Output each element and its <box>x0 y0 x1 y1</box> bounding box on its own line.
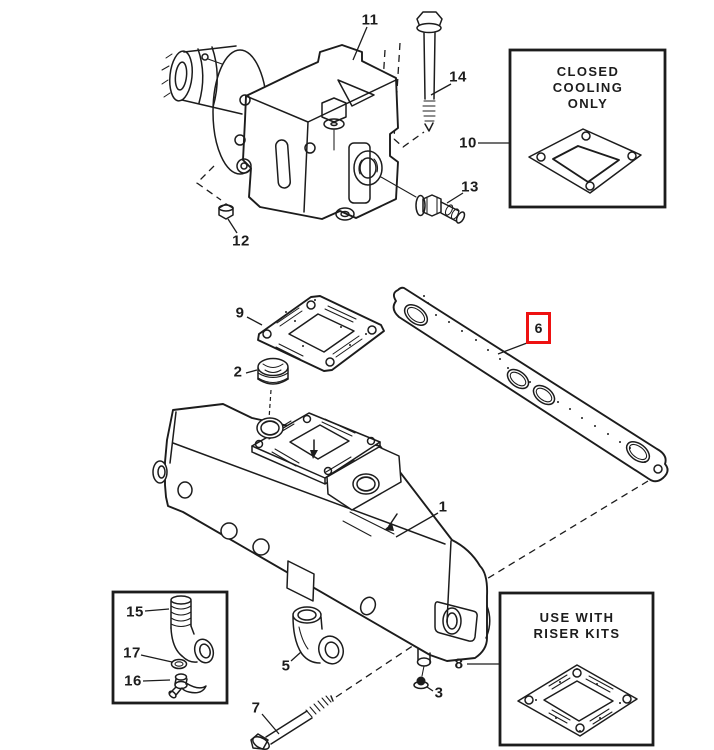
part-1-mounting-pad-art <box>251 412 402 531</box>
callout-14[interactable]: 14 <box>449 68 467 86</box>
callout-17[interactable]: 17 <box>123 644 141 662</box>
part-5-art <box>292 606 345 665</box>
part-12-art <box>218 203 234 220</box>
part-6-art <box>392 286 669 483</box>
callout-1[interactable]: 1 <box>438 498 448 516</box>
callout-7[interactable]: 7 <box>251 699 261 717</box>
part-1-art <box>152 403 491 677</box>
inset-riser-kits-art <box>498 591 655 747</box>
part-11-art <box>161 44 417 221</box>
callout-9[interactable]: 9 <box>235 304 245 322</box>
callout-13[interactable]: 13 <box>461 178 479 196</box>
callout-2[interactable]: 2 <box>233 363 243 381</box>
callout-6: 6 <box>534 320 543 336</box>
inset-riser-kits-label: USE WITH RISER KITS <box>533 610 621 641</box>
callout-10[interactable]: 10 <box>459 134 477 152</box>
highlight-box-callout-6[interactable]: 6 <box>526 312 551 344</box>
callout-5[interactable]: 5 <box>281 657 291 675</box>
callout-16[interactable]: 16 <box>124 672 142 690</box>
callout-11[interactable]: 11 <box>361 11 379 29</box>
inset-closed-cooling-label: CLOSED COOLING ONLY <box>552 64 624 111</box>
callout-3[interactable]: 3 <box>434 684 444 702</box>
part-2-art <box>257 357 289 385</box>
part-14-art <box>416 11 443 132</box>
part-7-art <box>250 695 334 750</box>
callout-12[interactable]: 12 <box>232 232 250 250</box>
inset-fittings-art <box>111 590 229 705</box>
part-3-art <box>413 676 429 690</box>
part-9-art <box>257 295 385 372</box>
callout-leader-lines <box>140 26 528 735</box>
callout-15[interactable]: 15 <box>126 603 144 621</box>
inset-closed-cooling-art <box>508 48 667 209</box>
part-13-art <box>415 194 466 224</box>
callout-8[interactable]: 8 <box>454 655 464 673</box>
